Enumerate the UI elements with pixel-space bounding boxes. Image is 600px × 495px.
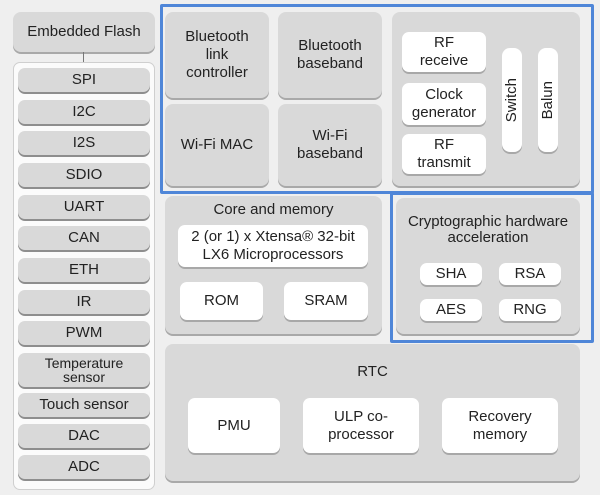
crypto-highlight-border: [390, 192, 594, 343]
sram-label: SRAM: [304, 292, 348, 309]
peripheral-temperature-sensor: Temperature sensor: [18, 353, 150, 387]
clock-generator-label: Clock generator: [411, 86, 477, 121]
wifi-mac-label: Wi-Fi MAC: [180, 136, 254, 153]
pmu-block: PMU: [188, 398, 280, 453]
embedded-flash-label: Embedded Flash: [27, 23, 141, 40]
peripheral-label: ETH: [69, 261, 99, 278]
peripheral-label: Temperature sensor: [44, 355, 124, 385]
ulp-coprocessor-block: ULP co-processor: [303, 398, 419, 453]
recovery-memory-block: Recovery memory: [442, 398, 558, 453]
sram-block: SRAM: [284, 282, 368, 320]
rsa-label: RSA: [514, 265, 546, 282]
peripheral-label: DAC: [68, 427, 100, 444]
peripheral-dac: DAC: [18, 424, 150, 448]
core-memory-title: Core and memory: [213, 201, 334, 218]
wifi-baseband-label: Wi-Fi baseband: [297, 127, 363, 162]
peripheral-label: UART: [63, 198, 105, 215]
peripheral-pwm: PWM: [18, 321, 150, 345]
rf-receive-label: RF receive: [419, 34, 469, 69]
bt-baseband-label: Bluetooth baseband: [297, 37, 363, 72]
radio-highlight-border: [160, 4, 594, 194]
aes-label: AES: [435, 301, 466, 318]
recovery-memory-label: Recovery memory: [468, 407, 532, 443]
sha-label: SHA: [435, 265, 467, 282]
switch-block: Switch: [502, 48, 522, 152]
rom-block: ROM: [180, 282, 263, 320]
peripheral-label: I2S: [72, 134, 96, 151]
sha-block: SHA: [420, 263, 482, 285]
peripheral-eth: ETH: [18, 258, 150, 282]
aes-block: AES: [420, 299, 482, 321]
peripheral-ir: IR: [18, 290, 150, 314]
peripheral-label: ADC: [68, 458, 100, 475]
flash-spi-connector: [83, 52, 84, 66]
clock-generator-block: Clock generator: [402, 83, 486, 125]
peripheral-can: CAN: [18, 226, 150, 250]
ulp-coprocessor-label: ULP co-processor: [328, 407, 394, 443]
rf-transmit-label: RF transmit: [417, 136, 471, 171]
wifi-baseband-block: Wi-Fi baseband: [278, 104, 382, 186]
rom-label: ROM: [204, 292, 239, 309]
peripheral-sdio: SDIO: [18, 163, 150, 187]
peripheral-i2s: I2S: [18, 131, 150, 155]
pmu-label: PMU: [217, 416, 251, 434]
peripheral-label: SDIO: [65, 166, 103, 183]
balun-block: Balun: [538, 48, 558, 152]
rsa-block: RSA: [499, 263, 561, 285]
peripheral-touch-sensor: Touch sensor: [18, 393, 150, 417]
peripheral-label: Touch sensor: [39, 396, 129, 413]
peripheral-i2c: I2C: [18, 100, 150, 124]
wifi-mac-block: Wi-Fi MAC: [165, 104, 269, 186]
peripheral-label: IR: [76, 293, 92, 310]
peripheral-label: SPI: [71, 71, 97, 88]
rf-receive-block: RF receive: [402, 32, 486, 72]
bt-link-controller-block: Bluetooth link controller: [165, 12, 269, 98]
rf-transmit-block: RF transmit: [402, 134, 486, 174]
cpu-block: 2 (or 1) x Xtensa® 32-bit LX6 Microproce…: [178, 225, 368, 267]
bt-baseband-block: Bluetooth baseband: [278, 12, 382, 98]
rng-block: RNG: [499, 299, 561, 321]
peripheral-label: I2C: [72, 103, 96, 120]
bt-link-controller-label: Bluetooth link controller: [185, 28, 249, 81]
embedded-flash-block: Embedded Flash: [13, 12, 155, 52]
peripheral-uart: UART: [18, 195, 150, 219]
peripheral-label: PWM: [65, 324, 103, 341]
peripheral-adc: ADC: [18, 455, 150, 479]
crypto-title-label: Cryptographic hardware acceleration: [407, 213, 569, 246]
rtc-title: RTC: [357, 363, 388, 380]
cpu-label: 2 (or 1) x Xtensa® 32-bit LX6 Microproce…: [191, 228, 355, 263]
rng-label: RNG: [513, 301, 547, 318]
peripheral-label: CAN: [68, 229, 100, 246]
peripheral-spi: SPI: [18, 68, 150, 92]
crypto-title: Cryptographic hardware acceleration: [396, 212, 580, 248]
